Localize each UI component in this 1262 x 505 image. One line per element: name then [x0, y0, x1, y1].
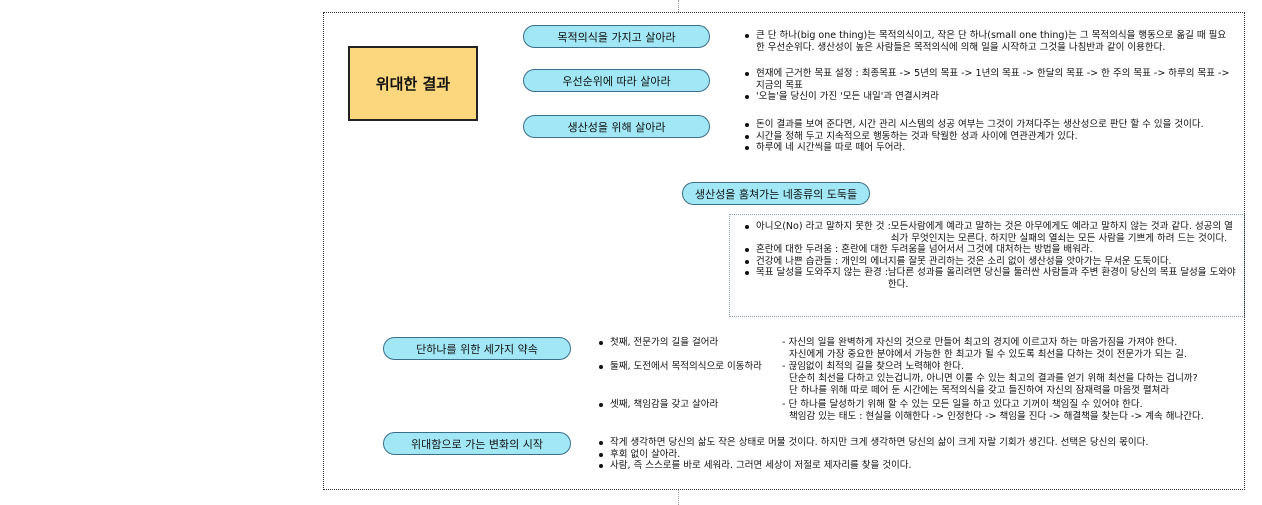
- node-thieves-label: 생산성을 훔쳐가는 네종류의 도둑들: [694, 187, 858, 201]
- guide-line-bottom: [678, 490, 679, 505]
- thieves-box: [729, 214, 1245, 317]
- node-promises-label: 단하나를 위한 세가지 약속: [416, 342, 538, 356]
- list-item: 작게 생각하면 당신의 삶도 작은 상태로 머물 것이다. 하지만 크게 생각하…: [598, 437, 1218, 449]
- promises-notes: 첫째, 전문가의 길을 걸어라 - 자신의 일을 완벽하게 자신의 것으로 만들…: [598, 337, 1238, 427]
- node-change-label: 위대함으로 가는 변화의 시작: [411, 437, 543, 451]
- promise-detail: 단 하나를 위해 따로 떼어 둔 시간에는 목적의식을 갖고 들진하여 자신의 …: [789, 385, 1170, 396]
- purpose-notes: 큰 단 하나(big one thing)는 목적의식이고, 작은 단 하나(s…: [744, 30, 1234, 53]
- thief-key: 목표 달성을 도와주지 않는 환경 :: [756, 267, 888, 278]
- guide-line-top: [678, 0, 679, 12]
- list-item: 큰 단 하나(big one thing)는 목적의식이고, 작은 단 하나(s…: [744, 30, 1234, 53]
- promise-detail: 단순히 최선을 다하고 있는겁니까, 아니면 이룰 수 있는 최고의 결과를 얻…: [789, 373, 1198, 384]
- promise-title: 첫째, 전문가의 길을 걸어라: [598, 337, 718, 349]
- node-priority-label: 우선순위에 따라 살아라: [562, 74, 671, 88]
- promise-title: 둘째, 도전에서 목적의식으로 이동하라: [598, 361, 762, 373]
- thief-text: 모든사람에게 예라고 말하는 것은 아무에게도 예라고 말하지 않는 것과 같다…: [890, 221, 1233, 244]
- thief-text: 남다른 성과를 올리려면 당신을 둘러싼 사람들과 주변 환경이 당신의 목표 …: [887, 267, 1236, 290]
- thieves-notes: 아니오(No) 라고 말하지 못한 것 : 모든사람에게 예라고 말하는 것은 …: [744, 221, 1238, 290]
- central-topic[interactable]: 위대한 결과: [348, 46, 478, 121]
- node-promises[interactable]: 단하나를 위한 세가지 약속: [383, 337, 571, 360]
- promise-detail: 자신에게 가장 중요한 분야에서 가능한 한 최고가 될 수 있도록 최선을 다…: [789, 349, 1187, 360]
- list-item: 현재에 근거한 목표 설정 : 최종목표 -> 5년의 목표 -> 1년의 목표…: [744, 68, 1234, 91]
- list-item: 돈이 결과를 보여 준다면, 시간 관리 시스템의 성공 여부는 그것이 가져다…: [744, 119, 1234, 131]
- productivity-notes: 돈이 결과를 보여 준다면, 시간 관리 시스템의 성공 여부는 그것이 가져다…: [744, 119, 1234, 154]
- list-item: 혼란에 대한 두려움 : 혼란에 대한 두려움을 넘어서서 그것에 대처하는 방…: [744, 244, 1238, 256]
- promise-detail: 책임감 있는 태도 : 현실을 이해한다 -> 인정한다 -> 책임을 진다 -…: [789, 411, 1204, 422]
- list-item: 하루에 네 시간씩을 따로 떼어 두어라.: [744, 142, 1234, 154]
- thief-key: 아니오(No) 라고 말하지 못한 것 :: [756, 221, 891, 232]
- promise-detail: - 자신의 일을 완벽하게 자신의 것으로 만들어 최고의 경지에 이르고자 하…: [782, 337, 1178, 348]
- change-notes: 작게 생각하면 당신의 삶도 작은 상태로 머물 것이다. 하지만 크게 생각하…: [598, 437, 1218, 472]
- list-item: 사람, 즉 스스로를 바로 세워라. 그러면 세상이 저절로 제자리를 찾을 것…: [598, 460, 1218, 472]
- node-thieves[interactable]: 생산성을 훔쳐가는 네종류의 도둑들: [682, 182, 870, 205]
- node-purpose[interactable]: 목적의식을 가지고 살아라: [523, 25, 710, 48]
- node-priority[interactable]: 우선순위에 따라 살아라: [523, 69, 710, 92]
- priority-notes: 현재에 근거한 목표 설정 : 최종목표 -> 5년의 목표 -> 1년의 목표…: [744, 68, 1234, 103]
- list-item: 목표 달성을 도와주지 않는 환경 : 남다른 성과를 올리려면 당신을 둘러싼…: [744, 267, 1238, 290]
- node-change[interactable]: 위대함으로 가는 변화의 시작: [383, 432, 571, 455]
- promise-detail: - 단 하나를 달성하기 위해 할 수 있는 모든 일을 하고 있다고 기꺼이 …: [782, 399, 1143, 410]
- promise-detail: - 끊임없이 최적의 길을 찾으려 노력해야 한다.: [782, 361, 964, 372]
- list-item: 후회 없이 살아라.: [598, 449, 1218, 461]
- list-item: 아니오(No) 라고 말하지 못한 것 : 모든사람에게 예라고 말하는 것은 …: [744, 221, 1238, 244]
- list-item: 건강에 나쁜 습관들 : 개인의 에너지를 잘못 관리하는 것은 소리 없이 생…: [744, 256, 1238, 268]
- list-item: 시간을 정해 두고 지속적으로 행동하는 것과 탁월한 성과 사이에 연관관계가…: [744, 131, 1234, 143]
- list-item: '오늘'을 당신이 가진 '모든 내일'과 연결시켜라: [744, 91, 1234, 103]
- node-purpose-label: 목적의식을 가지고 살아라: [557, 30, 676, 44]
- promise-title: 셋째, 책임감을 갖고 살아라: [598, 399, 718, 411]
- central-topic-label: 위대한 결과: [375, 75, 451, 93]
- node-productivity[interactable]: 생산성을 위해 살아라: [523, 115, 710, 138]
- node-productivity-label: 생산성을 위해 살아라: [567, 120, 666, 134]
